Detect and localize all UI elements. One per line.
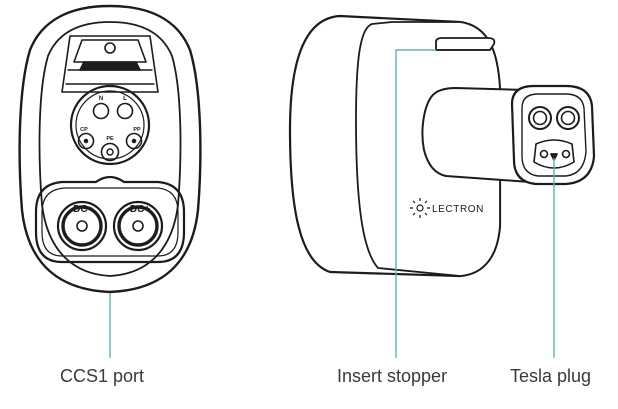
ccs1-label-dc-plus: DC+	[130, 204, 150, 215]
lectron-wordmark: LECTRON	[432, 204, 484, 215]
tesla-pin-small-center	[550, 153, 558, 161]
ccs1-latch-hole	[104, 42, 116, 54]
ccs1-dc-socket	[34, 175, 186, 264]
ccs1-pin-dc-minus	[56, 200, 108, 252]
ccs1-outer-housing	[18, 4, 202, 294]
ccs1-pin-n	[92, 102, 110, 120]
tesla-small-pins	[533, 139, 575, 169]
caption-tesla-plug: Tesla plug	[510, 366, 592, 386]
ccs1-label-l: L	[123, 96, 127, 102]
tesla-pin-right	[556, 106, 580, 130]
ccs1-pin-dc-plus	[112, 200, 164, 252]
lectron-logo-icon	[410, 198, 430, 218]
ccs1-latch-frame	[61, 35, 159, 93]
ccs1-pin-pp	[125, 132, 143, 150]
ccs1-label-cp: CP	[80, 127, 88, 133]
tesla-pin-left	[528, 106, 552, 130]
ccs1-label-pe: PE	[106, 136, 114, 142]
ccs1-pin-l	[116, 102, 134, 120]
ccs1-pin-pe	[100, 142, 120, 162]
ccs1-latch-lever	[79, 61, 141, 71]
lectron-logo: LECTRON	[410, 198, 484, 218]
ccs1-label-dc-minus: DC-	[73, 204, 91, 215]
caption-insert-stopper: Insert stopper	[337, 366, 448, 386]
tesla-pin-small-left	[539, 149, 549, 159]
ccs1-port-illustration	[18, 4, 202, 294]
ccs1-inner-housing	[38, 21, 182, 277]
insert-stopper-leader-line	[395, 49, 436, 358]
ccs1-ac-socket	[69, 84, 151, 166]
adapter-illustration	[288, 14, 596, 278]
tesla-pin-small-right	[561, 149, 571, 159]
ccs1-label-pp: PP	[133, 127, 141, 133]
tesla-plug-barrel	[421, 87, 531, 183]
insert-stopper	[435, 37, 496, 51]
caption-ccs1-port: CCS1 port	[60, 366, 145, 386]
ccs1-label-n: N	[99, 96, 103, 102]
ccs1-latch-hood	[73, 39, 147, 63]
ccs1-pin-cp	[77, 132, 95, 150]
